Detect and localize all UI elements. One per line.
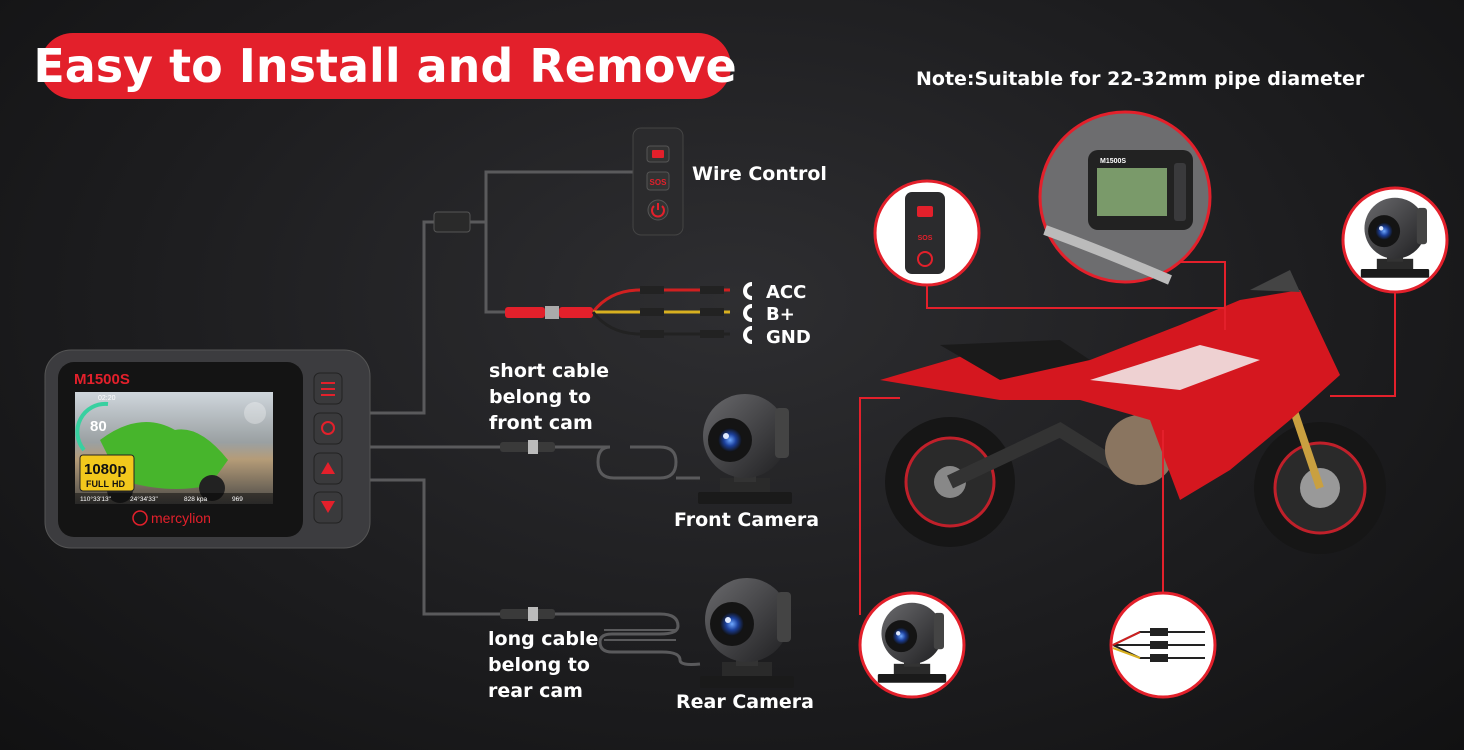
- motorcycle-image: [880, 270, 1386, 554]
- power-harness: [505, 282, 753, 344]
- cable-junction: [433, 211, 471, 233]
- record-icon: [321, 421, 335, 435]
- short-cable-text: front cam: [489, 412, 593, 434]
- brand-logo: mercylion: [151, 510, 211, 526]
- screen-time: 02:20: [98, 395, 116, 402]
- front-cable-connector: [500, 440, 555, 454]
- model-label: M1500S: [74, 371, 130, 388]
- up-arrow-icon: [321, 462, 335, 474]
- rear-camera-image: [700, 578, 794, 688]
- callout-lines: [859, 261, 1396, 615]
- acc-label: ACC: [766, 282, 806, 303]
- down-arrow-icon: [321, 501, 335, 513]
- long-cable-text: long cable: [488, 628, 598, 650]
- page-title: Easy to Install and Remove: [33, 39, 736, 93]
- title-banner: Easy to Install and Remove: [33, 33, 737, 99]
- callout-model-label: M1500S: [1100, 158, 1126, 165]
- long-cable-text: rear cam: [488, 680, 583, 702]
- screen-latitude: 24°34'33": [130, 495, 159, 503]
- long-cable-text: belong to: [488, 654, 590, 676]
- menu-icon: [321, 382, 335, 396]
- power-icon: [651, 203, 665, 218]
- short-cable-text: short cable: [489, 360, 609, 382]
- ring-terminal-gnd: [743, 326, 753, 344]
- brand-logo-icon: [132, 510, 148, 526]
- resolution-sub: HD: [112, 479, 125, 489]
- gnd-label: GND: [766, 327, 811, 348]
- callout-rear-camera: [858, 591, 966, 699]
- dashcam-unit: M1500S 02:20 80 1080p FULL HD 110°33'13"…: [44, 349, 371, 549]
- screen-longitude: 110°33'13": [80, 495, 112, 503]
- camera-icon: [652, 150, 664, 158]
- callout-front-camera: [1341, 186, 1449, 294]
- record-button[interactable]: [313, 412, 343, 445]
- resolution-badge: 1080p: [84, 461, 127, 478]
- dashcam-buttons: [313, 372, 343, 524]
- note-text: Note:Suitable for 22-32mm pipe diameter: [916, 68, 1365, 90]
- bplus-label: B+: [766, 304, 795, 325]
- resolution-sub: FULL: [86, 479, 109, 489]
- short-cable-text: belong to: [489, 386, 591, 408]
- callout-dashcam-mounted: M1500S: [1038, 110, 1212, 285]
- front-camera-label: Front Camera: [674, 509, 819, 531]
- callout-power-wires: [1109, 591, 1217, 699]
- screen-speed: 80: [90, 418, 107, 435]
- rear-camera-label: Rear Camera: [676, 691, 814, 713]
- ring-terminal-acc: [743, 282, 753, 300]
- screen-altitude: 969: [232, 496, 243, 503]
- wire-control-remote: SOS: [632, 127, 684, 236]
- wire-control-label: Wire Control: [692, 163, 827, 185]
- screen-pressure: 828 kpa: [184, 496, 208, 503]
- sos-button-label: SOS: [650, 178, 668, 187]
- ring-terminal-bplus: [743, 304, 753, 322]
- rear-cable-connector: [500, 607, 555, 621]
- front-camera-image: [698, 394, 792, 504]
- compass-icon: [244, 402, 266, 424]
- callout-wire-control: SOS: [873, 179, 981, 287]
- callout-sos-label: SOS: [918, 235, 933, 242]
